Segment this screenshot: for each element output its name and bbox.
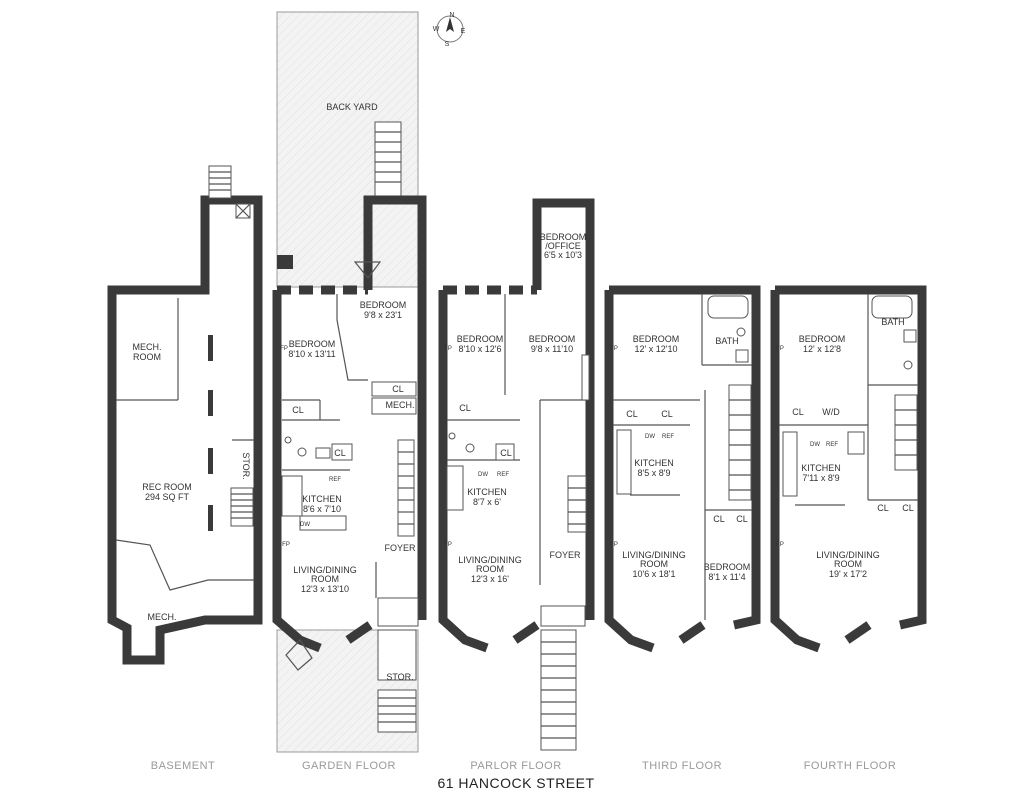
parlor-office-label-2: /OFFICE (545, 241, 581, 251)
floor-label-fourth: FOURTH FLOOR (804, 760, 897, 772)
parlor-living-size: 12'3 x 16' (471, 574, 509, 584)
parlor-kitchen-size: 8'7 x 6' (473, 497, 501, 507)
third-living-label-2: ROOM (640, 559, 668, 569)
compass-w: W (433, 26, 440, 33)
compass-n: N (449, 12, 454, 19)
basement-rec-room-label: REC ROOM (142, 482, 192, 492)
garden-living-label-1: LIVING/DINING (293, 565, 357, 575)
garden-stor-label: STOR. (386, 672, 413, 682)
garden-bedroom-rear-label: BEDROOM (360, 300, 407, 310)
third-cl-3: CL (713, 514, 725, 524)
street-title: 61 HANCOCK STREET (437, 775, 594, 791)
fourth-kitchen-label: KITCHEN (801, 463, 841, 473)
garden-bedroom-label: BEDROOM (289, 339, 336, 349)
parlor-office-size: 6'5 x 10'3 (544, 250, 582, 260)
parlor-bedroom2-label: BEDROOM (529, 334, 576, 344)
garden-bedroom-rear-size: 9'8 x 23'1 (364, 310, 402, 320)
parlor-dw-label: DW (478, 472, 488, 478)
fourth-cl-1: CL (792, 407, 804, 417)
garden-floor-plan: BACK YARD BEDROOM 9'8 x 23'1 BEDROOM 8'1… (272, 11, 427, 753)
parlor-floor-plan: BEDROOM /OFFICE 6'5 x 10'3 BEDROOM 8'10 … (438, 198, 595, 751)
back-yard-label: BACK YARD (326, 102, 378, 112)
garden-cl-3: CL (334, 448, 346, 458)
parlor-bedroom2-size: 9'8 x 11'10 (531, 344, 573, 354)
garden-mech-label: MECH. (386, 400, 415, 410)
parlor-fp-label: FP (444, 346, 452, 352)
fourth-living-size: 19' x 17'2 (829, 569, 867, 579)
third-cl-2: CL (661, 409, 673, 419)
garden-fp2-label: FP (282, 542, 290, 548)
parlor-cl-2: CL (500, 448, 512, 458)
third-fp-label: FP (610, 346, 618, 352)
third-bedroom2-label: BEDROOM (704, 562, 751, 572)
floor-label-basement: BASEMENT (151, 760, 216, 772)
fourth-wd-label: W/D (822, 407, 840, 417)
garden-ref-label: REF (329, 477, 341, 483)
parlor-foyer-label: FOYER (549, 550, 581, 560)
parlor-kitchen-label: KITCHEN (467, 487, 507, 497)
garden-foyer-label: FOYER (384, 543, 416, 553)
compass-e: E (461, 28, 466, 35)
fourth-floor-plan: BEDROOM 12' x 12'8 BATH FP CL W/D KITCHE… (770, 285, 927, 653)
third-cl-4: CL (736, 514, 748, 524)
garden-living-size: 12'3 x 13'10 (301, 584, 349, 594)
basement-stor-label: STOR. (241, 452, 251, 479)
fourth-fp-label: FP (776, 346, 784, 352)
third-dw-label: DW (645, 434, 655, 440)
third-kitchen-label: KITCHEN (634, 458, 674, 468)
garden-kitchen-size: 8'6 x 7'10 (303, 504, 341, 514)
garden-fp-label: FP (280, 346, 288, 352)
compass-icon: N E S W (433, 12, 466, 48)
floor-label-parlor: PARLOR FLOOR (470, 760, 561, 772)
fourth-cl-3: CL (902, 503, 914, 513)
fourth-bedroom-size: 12' x 12'8 (803, 344, 841, 354)
parlor-living-label-1: LIVING/DINING (458, 555, 522, 565)
third-bedroom-label: BEDROOM (633, 334, 680, 344)
fourth-fp2-label: FP (776, 542, 784, 548)
fourth-kitchen-size: 7'11 x 8'9 (802, 473, 839, 483)
parlor-cl-1: CL (459, 403, 471, 413)
third-kitchen-size: 8'5 x 8'9 (638, 468, 671, 478)
fourth-ref-label: REF (826, 442, 838, 448)
third-bedroom-size: 12' x 12'10 (635, 344, 678, 354)
garden-dw-label: DW (300, 522, 310, 528)
basement-rec-room-area: 294 SQ FT (145, 492, 190, 502)
third-bedroom2-size: 8'1 x 11'4 (708, 572, 745, 582)
garden-cl-1: CL (392, 384, 404, 394)
fourth-bath-label: BATH (881, 317, 904, 327)
basement-mech-room-label-2: ROOM (133, 352, 161, 362)
floor-label-third: THIRD FLOOR (642, 760, 722, 772)
fourth-bedroom-label: BEDROOM (799, 334, 846, 344)
garden-kitchen-label: KITCHEN (302, 494, 342, 504)
garden-cl-2: CL (292, 405, 304, 415)
basement-mech-room-label-1: MECH. (133, 342, 162, 352)
third-ref-label: REF (662, 434, 674, 440)
fourth-living-label-2: ROOM (834, 559, 862, 569)
third-fp2-label: FP (610, 542, 618, 548)
parlor-office-label-1: BEDROOM (540, 232, 587, 242)
third-living-size: 10'6 x 18'1 (633, 569, 676, 579)
third-bath-label: BATH (715, 336, 738, 346)
garden-living-label-2: ROOM (311, 574, 339, 584)
fourth-dw-label: DW (810, 442, 820, 448)
garden-bedroom-size: 8'10 x 13'11 (288, 349, 335, 359)
compass-s: S (445, 41, 450, 48)
third-living-label-1: LIVING/DINING (622, 550, 686, 560)
third-floor-plan: BEDROOM 12' x 12'10 BATH FP CL CL KITCHE… (604, 285, 761, 653)
fourth-living-label-1: LIVING/DINING (816, 550, 880, 560)
parlor-ref-label: REF (497, 472, 509, 478)
parlor-fp2-label: FP (444, 542, 452, 548)
parlor-bedroom1-size: 8'10 x 12'6 (459, 344, 502, 354)
parlor-living-label-2: ROOM (476, 564, 504, 574)
basement-mech-label: MECH. (148, 612, 177, 622)
parlor-bedroom1-label: BEDROOM (457, 334, 504, 344)
basement-plan: MECH. ROOM REC ROOM 294 SQ FT STOR. MECH… (107, 165, 263, 665)
fourth-cl-2: CL (877, 503, 889, 513)
third-cl-1: CL (626, 409, 638, 419)
floor-label-garden: GARDEN FLOOR (302, 760, 396, 772)
